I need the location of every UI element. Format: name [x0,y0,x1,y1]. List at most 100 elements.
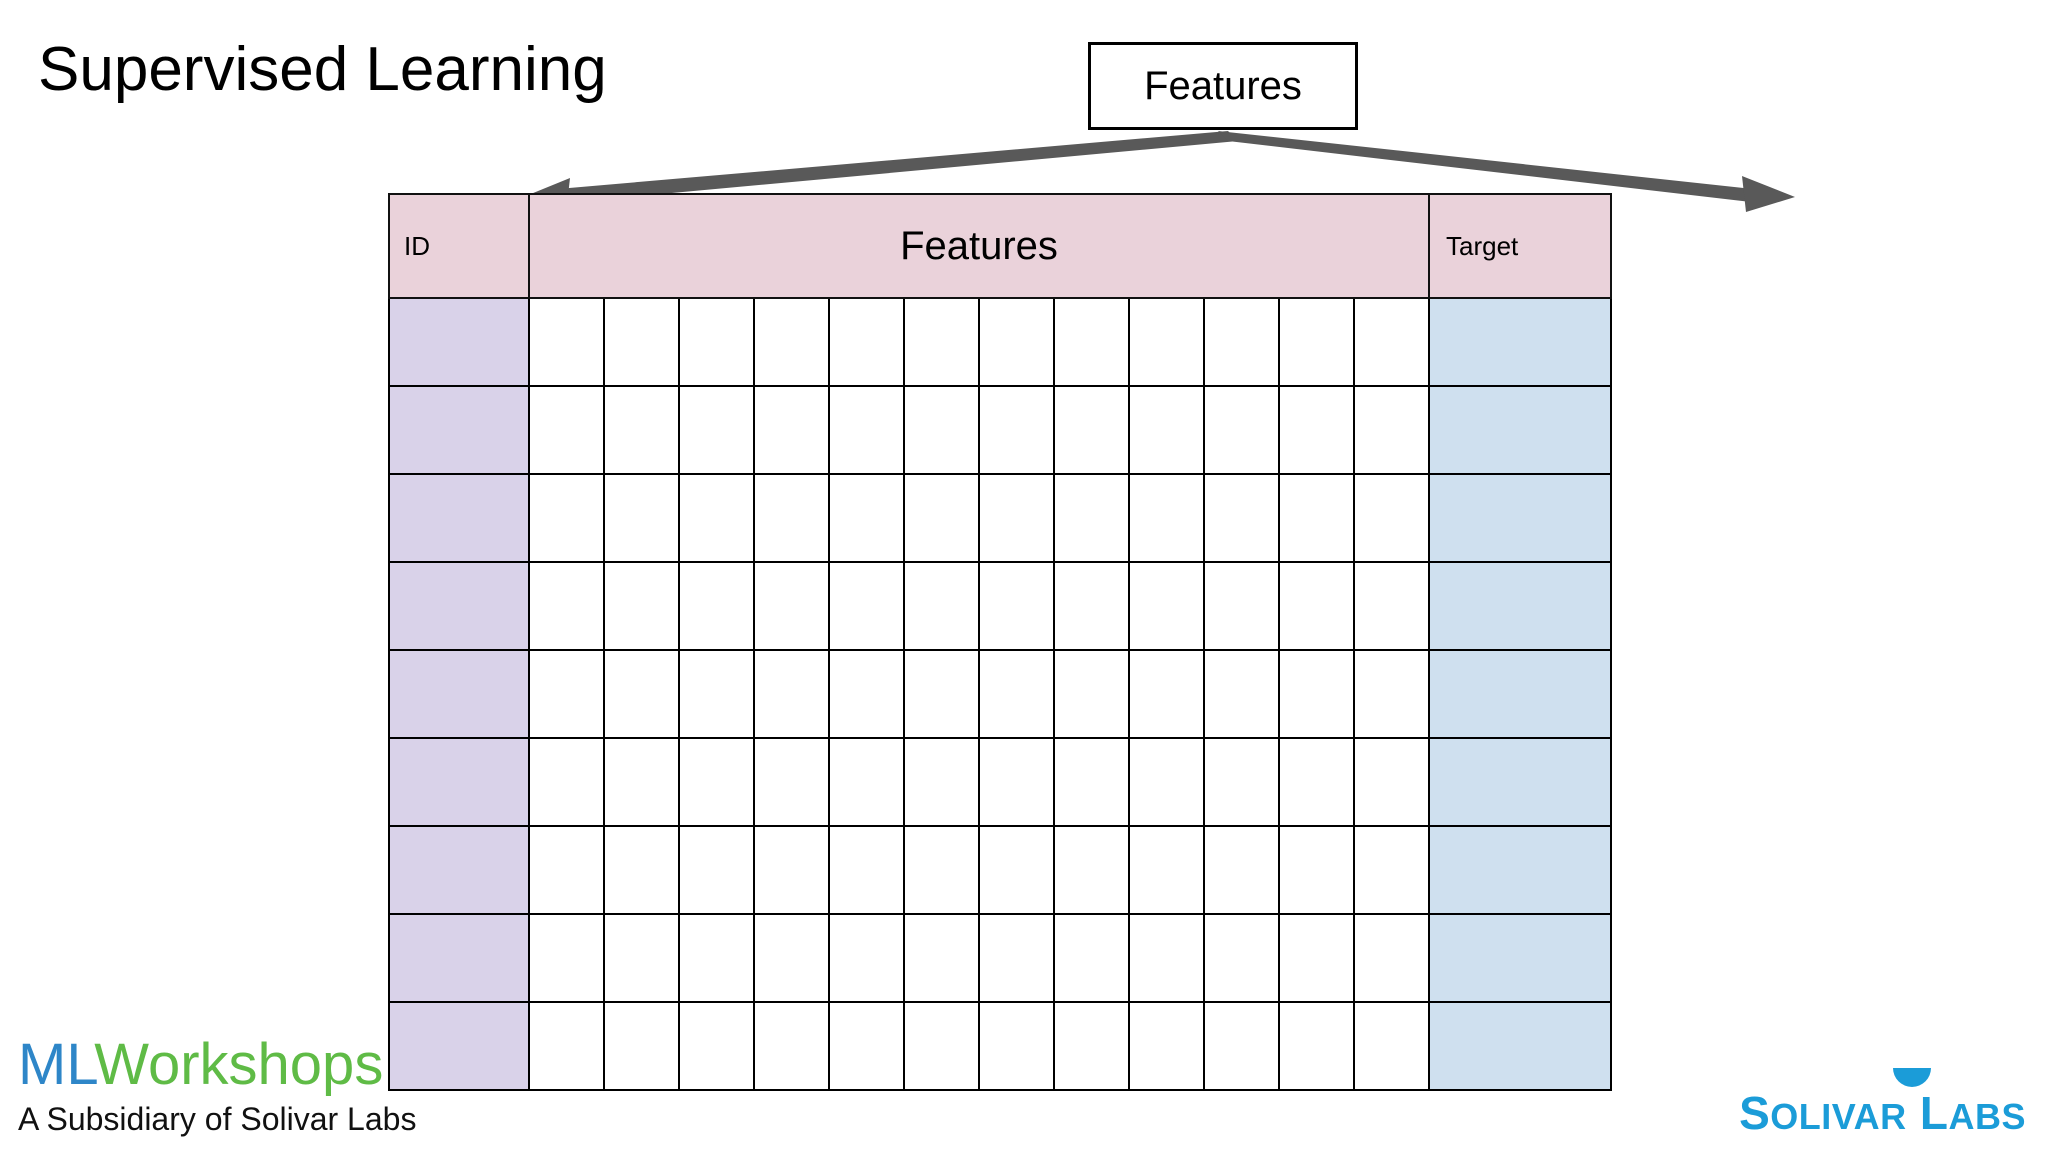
solivar-olivar: OLIVAR [1770,1096,1907,1137]
solivar-droplet-icon [1893,1068,1931,1087]
cell-feature [903,297,980,387]
features-callout-label: Features [1144,63,1302,108]
cell-feature [978,737,1055,827]
cell-feature [978,1001,1055,1091]
cell-feature [1203,913,1280,1003]
cell-feature [1053,649,1130,739]
cell-feature [828,737,905,827]
table-row [388,649,1612,739]
cell-feature [1353,1001,1430,1091]
header-cell-target: Target [1428,193,1612,299]
cell-feature [528,737,605,827]
cell-feature [1203,649,1280,739]
cell-feature [1353,737,1430,827]
cell-feature [753,473,830,563]
cell-feature [828,649,905,739]
cell-feature [1053,385,1130,475]
cell-feature [1128,385,1205,475]
cell-feature [1278,825,1355,915]
cell-feature [1278,561,1355,651]
mlworkshops-logo-ml: ML [18,1032,95,1097]
cell-feature [678,1001,755,1091]
cell-feature [1353,561,1430,651]
cell-feature [678,385,755,475]
cell-feature [603,825,680,915]
cell-feature [1203,297,1280,387]
cell-feature [1203,825,1280,915]
solivar-l: L [1919,1087,1949,1139]
cell-feature [603,297,680,387]
cell-feature [1353,825,1430,915]
table-row [388,473,1612,563]
cell-target [1428,561,1612,651]
cell-feature [678,737,755,827]
cell-feature [603,913,680,1003]
cell-id [388,737,530,827]
solivar-abs: ABS [1948,1096,2026,1137]
cell-feature [1203,385,1280,475]
cell-feature [753,561,830,651]
cell-target [1428,473,1612,563]
cell-feature [1128,649,1205,739]
cell-feature [978,297,1055,387]
cell-feature [528,297,605,387]
cell-feature [1128,737,1205,827]
cell-feature [978,913,1055,1003]
cell-feature [1203,561,1280,651]
cell-feature [828,913,905,1003]
cell-target [1428,913,1612,1003]
cell-id [388,1001,530,1091]
cell-feature [1278,473,1355,563]
cell-feature [1203,473,1280,563]
cell-feature [678,649,755,739]
cell-id [388,649,530,739]
cell-feature [1128,913,1205,1003]
cell-feature [1278,297,1355,387]
cell-feature [603,649,680,739]
cell-feature [603,737,680,827]
table-row [388,385,1612,475]
mlworkshops-logo-workshops: Workshops [94,1032,384,1097]
cell-id [388,825,530,915]
cell-feature [528,385,605,475]
mlworkshops-logo: MLWorkshops [18,1036,383,1094]
cell-feature [603,1001,680,1091]
cell-feature [1053,1001,1130,1091]
cell-feature [678,913,755,1003]
table-row [388,561,1612,651]
cell-feature [753,1001,830,1091]
page-title: Supervised Learning [38,35,607,104]
cell-id [388,297,530,387]
subsidiary-tagline: A Subsidiary of Solivar Labs [18,1101,417,1137]
cell-feature [903,913,980,1003]
cell-feature [528,561,605,651]
cell-feature [603,473,680,563]
dataset-table: ID Features Target [388,193,1612,1091]
solivar-s: S [1739,1087,1771,1139]
cell-feature [1278,913,1355,1003]
header-cell-features: Features [528,193,1430,299]
cell-target [1428,737,1612,827]
features-callout-box: Features [1088,42,1358,130]
cell-feature [978,561,1055,651]
cell-feature [1128,473,1205,563]
cell-feature [828,1001,905,1091]
cell-feature [753,297,830,387]
cell-feature [1353,297,1430,387]
cell-feature [1053,913,1130,1003]
cell-feature [753,737,830,827]
cell-feature [528,913,605,1003]
cell-feature [1278,385,1355,475]
cell-feature [528,825,605,915]
cell-feature [978,385,1055,475]
table-row [388,1001,1612,1091]
cell-target [1428,649,1612,739]
cell-feature [1128,561,1205,651]
cell-feature [828,473,905,563]
cell-feature [978,649,1055,739]
cell-target [1428,1001,1612,1091]
cell-target [1428,825,1612,915]
cell-feature [1053,297,1130,387]
cell-feature [903,473,980,563]
